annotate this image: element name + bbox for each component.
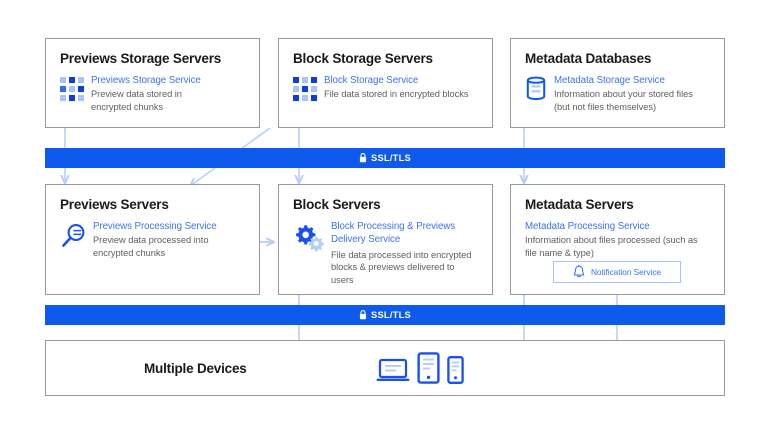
phone-icon (447, 356, 464, 384)
service-description: Information about files processed (such … (525, 234, 698, 258)
device-icon-group (376, 352, 464, 384)
box-title: Block Storage Servers (293, 51, 433, 66)
multiple-devices-title: Multiple Devices (144, 360, 247, 376)
previews-servers-box[interactable]: Previews Servers Previews Processing Ser… (45, 184, 260, 295)
lock-icon (359, 153, 367, 163)
block-servers-box[interactable]: Block Servers Block Processing & Preview… (278, 184, 493, 295)
previews-storage-servers-box[interactable]: Previews Storage Servers Previews Storag… (45, 38, 260, 128)
notification-service-label: Notification Service (590, 267, 661, 277)
service-name: Block Storage Service (324, 75, 419, 86)
multiple-devices-box[interactable]: Multiple Devices (45, 340, 725, 396)
metadata-databases-box[interactable]: Metadata Databases Metadata Storage Serv… (510, 38, 725, 128)
ssl-tls-label: SSL/TLS (371, 153, 411, 163)
service-name: Metadata Processing Service (525, 221, 650, 232)
grid-squares-icon (293, 77, 317, 101)
service-name: Block Processing & Previews Delivery Ser… (331, 221, 456, 245)
gears-icon (293, 223, 325, 258)
ssl-tls-label: SSL/TLS (371, 310, 411, 320)
box-title: Metadata Databases (525, 51, 652, 66)
ssl-tls-bar-lower: SSL/TLS (45, 305, 725, 325)
metadata-servers-box[interactable]: Metadata Servers Metadata Processing Ser… (510, 184, 725, 295)
box-title: Metadata Servers (525, 197, 634, 212)
magnifier-icon (60, 222, 88, 255)
service-name: Metadata Storage Service (554, 75, 665, 86)
block-storage-servers-box[interactable]: Block Storage Servers Block Storage Serv… (278, 38, 493, 128)
tablet-icon (417, 352, 440, 384)
notification-service-pill[interactable]: Notification Service (553, 261, 681, 283)
box-title: Previews Storage Servers (60, 51, 222, 66)
service-description: Preview data stored in encrypted chunks (91, 88, 182, 112)
service-description: Information about your stored files (but… (554, 88, 693, 112)
service-description: File data processed into encrypted block… (331, 249, 472, 286)
lock-icon (359, 310, 367, 320)
service-name: Previews Processing Service (93, 221, 217, 232)
ssl-tls-bar-upper: SSL/TLS (45, 148, 725, 168)
laptop-icon (376, 358, 410, 381)
service-name: Previews Storage Service (91, 75, 201, 86)
box-title: Block Servers (293, 197, 381, 212)
service-description: File data stored in encrypted blocks (324, 88, 469, 99)
grid-squares-icon (60, 77, 84, 101)
service-description: Preview data processed into encrypted ch… (93, 234, 209, 258)
box-title: Previews Servers (60, 197, 169, 212)
bell-icon (573, 265, 585, 278)
database-icon (525, 76, 547, 106)
